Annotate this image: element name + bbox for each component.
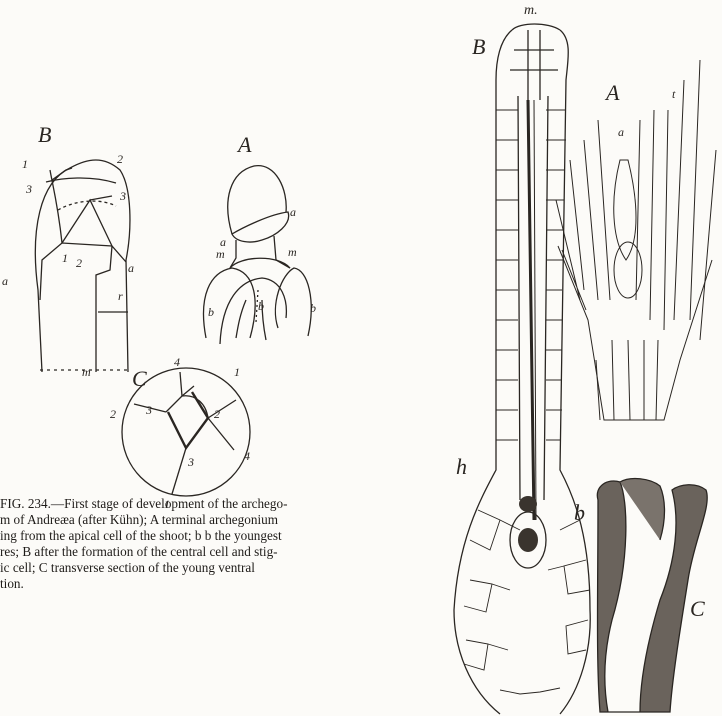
fig234-a-m-left: m <box>216 247 225 261</box>
fig234-b-num2a: 2 <box>117 152 123 166</box>
caption-line-3: ing from the apical cell of the shoot; b… <box>0 528 418 544</box>
fig235-a-label: A <box>604 80 620 105</box>
fig234-a-b-left: b <box>208 305 214 319</box>
fig234-a-b-right: b <box>310 301 316 315</box>
fig234-b-num2b: 2 <box>76 256 82 270</box>
caption-line-6: tion. <box>0 576 418 592</box>
fig235-b-cell-grid <box>464 110 590 694</box>
fig234-b-num3a: 3 <box>25 182 32 196</box>
fig234-a-b-mid: b <box>258 299 264 313</box>
fig234-c-num2b: 2 <box>214 407 220 421</box>
fig235-b-label: B <box>472 34 485 59</box>
fig234-b-m: m <box>82 365 91 379</box>
fig234-b-a-right: a <box>128 261 134 275</box>
fig235-b-egg-cell <box>510 496 546 568</box>
fig235-a-drawing <box>556 60 716 420</box>
fig235-b-small-label: b <box>574 500 585 525</box>
fig235-c-label: C <box>690 596 705 621</box>
fig234-b-drawing <box>35 160 130 372</box>
fig234-b-num1b: 1 <box>62 251 68 265</box>
fig234-c-num3b: 3 <box>187 455 194 469</box>
fig234-a-m-right: m <box>288 245 297 259</box>
fig234-c-num1a: 1 <box>234 365 240 379</box>
fig235-a-a-label: a <box>618 125 624 139</box>
fig234-b-r: r <box>118 289 123 303</box>
fig234-c-num2a: 2 <box>110 407 116 421</box>
caption-line-4: res; B after the formation of the centra… <box>0 544 418 560</box>
caption-line-5: ic cell; C transverse section of the you… <box>0 560 418 576</box>
fig235-m-label: m. <box>524 3 538 18</box>
caption-line-1: FIG. 234.—First stage of development of … <box>0 496 418 512</box>
fig235-a-t-label: t <box>672 87 676 101</box>
fig234-b-num3b: 3 <box>119 189 126 203</box>
fig234-b-label: B <box>38 122 51 147</box>
fig235-h-label: h <box>456 454 467 479</box>
fig234-b-a-left: a <box>2 274 8 288</box>
fig234-c-num3a: 3 <box>145 403 152 417</box>
fig234-a-label: A <box>236 132 252 157</box>
fig234-c-label: C <box>132 366 147 391</box>
fig234-c-num4a: 4 <box>174 355 180 369</box>
fig234-c-num4b: 4 <box>244 449 250 463</box>
fig234-a-a-right: a <box>290 205 296 219</box>
fig234-b-num1: 1 <box>22 157 28 171</box>
fig235-b-drawing <box>454 24 590 714</box>
figure-234-caption: FIG. 234.—First stage of development of … <box>0 496 418 592</box>
caption-line-2: m of Andreæa (after Kühn); A terminal ar… <box>0 512 418 528</box>
